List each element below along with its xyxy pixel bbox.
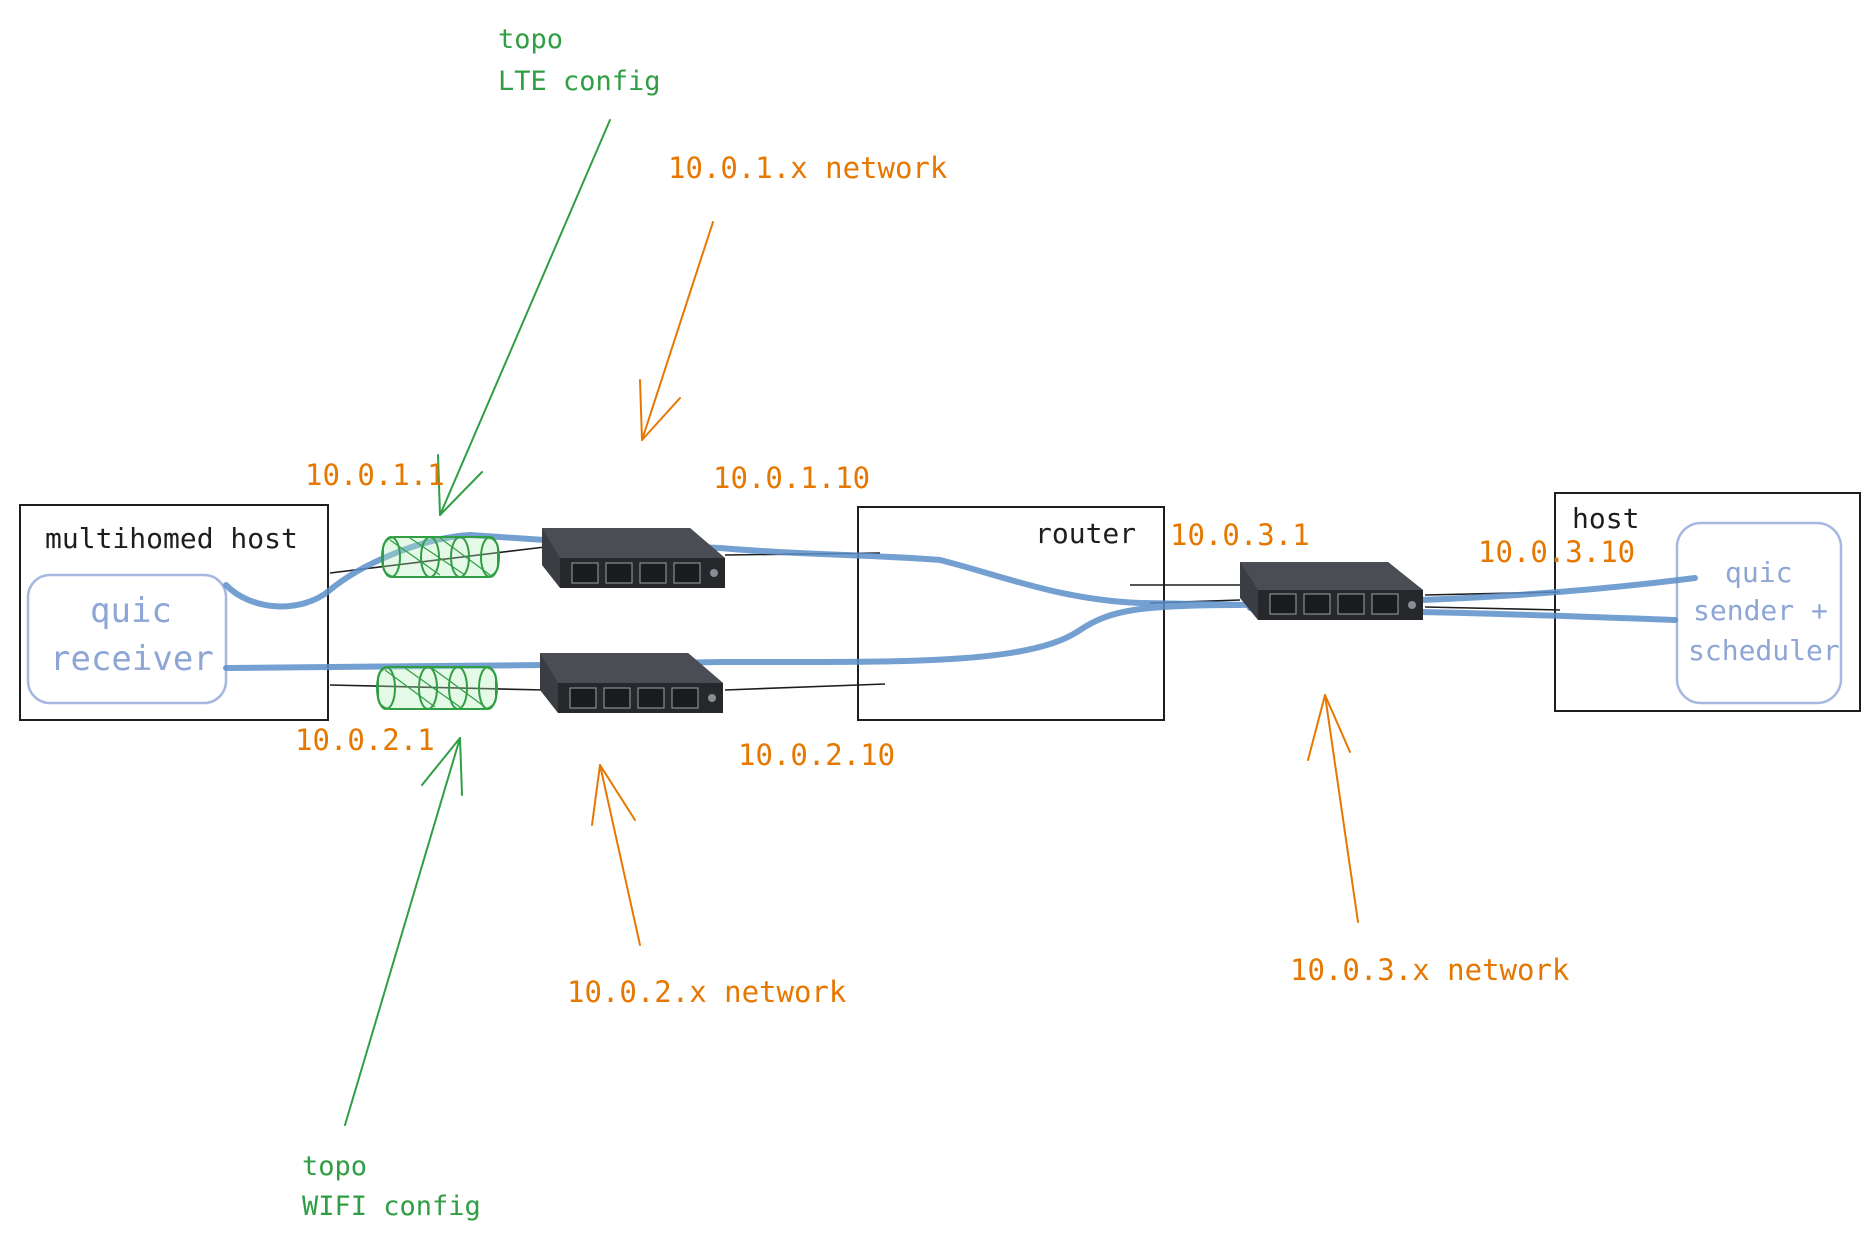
quic-sender-label-1: quic bbox=[1725, 556, 1792, 589]
multihomed-host-label: multihomed host bbox=[45, 522, 298, 555]
quic-receiver-label-2: receiver bbox=[50, 639, 214, 679]
arrow-net3 bbox=[1307, 694, 1359, 923]
quic-receiver-label-1: quic bbox=[90, 591, 172, 631]
net3-label: 10.0.3.x network bbox=[1290, 953, 1570, 987]
router-host-path-1 bbox=[1247, 575, 1698, 603]
quic-sender-label-3: scheduler bbox=[1688, 634, 1840, 667]
switch-wifi bbox=[540, 653, 723, 713]
ip-10-0-3-10: 10.0.3.10 bbox=[1478, 535, 1635, 569]
router-label: router bbox=[1035, 517, 1136, 550]
arrow-lte-config bbox=[437, 119, 611, 516]
ip-10-0-2-10: 10.0.2.10 bbox=[738, 738, 895, 772]
ip-10-0-1-1: 10.0.1.1 bbox=[305, 458, 445, 492]
router-box bbox=[857, 506, 1165, 721]
wifi-link-shaper bbox=[376, 666, 498, 710]
net1-label: 10.0.1.x network bbox=[668, 151, 948, 185]
quic-receiver-box bbox=[26, 573, 228, 705]
arrow-net1 bbox=[639, 221, 714, 441]
lte-config-label-2: LTE config bbox=[498, 66, 661, 97]
wifi-config-label-2: WIFI config bbox=[302, 1191, 481, 1222]
switch-lte bbox=[542, 528, 725, 588]
router-host-path-2 bbox=[1247, 605, 1678, 623]
net2-label: 10.0.2.x network bbox=[567, 975, 847, 1009]
lte-config-label-1: topo bbox=[498, 24, 563, 55]
host-label: host bbox=[1572, 502, 1639, 535]
host-box bbox=[1554, 492, 1861, 712]
arrow-wifi-config bbox=[344, 737, 463, 1126]
switch-net3 bbox=[1240, 562, 1423, 620]
quic-sender-label-2: sender + bbox=[1693, 594, 1828, 627]
ip-10-0-2-1: 10.0.2.1 bbox=[295, 723, 435, 757]
wifi-path bbox=[223, 602, 1243, 671]
arrow-net2 bbox=[591, 764, 641, 946]
ip-10-0-3-1: 10.0.3.1 bbox=[1170, 518, 1310, 552]
lte-link-shaper bbox=[381, 536, 500, 578]
lte-path bbox=[223, 531, 1253, 610]
wifi-config-label-1: topo bbox=[302, 1151, 367, 1182]
multihomed-host-box bbox=[19, 504, 329, 721]
ip-10-0-1-10: 10.0.1.10 bbox=[713, 461, 870, 495]
quic-sender-box bbox=[1675, 521, 1843, 705]
data-paths bbox=[223, 531, 1698, 671]
